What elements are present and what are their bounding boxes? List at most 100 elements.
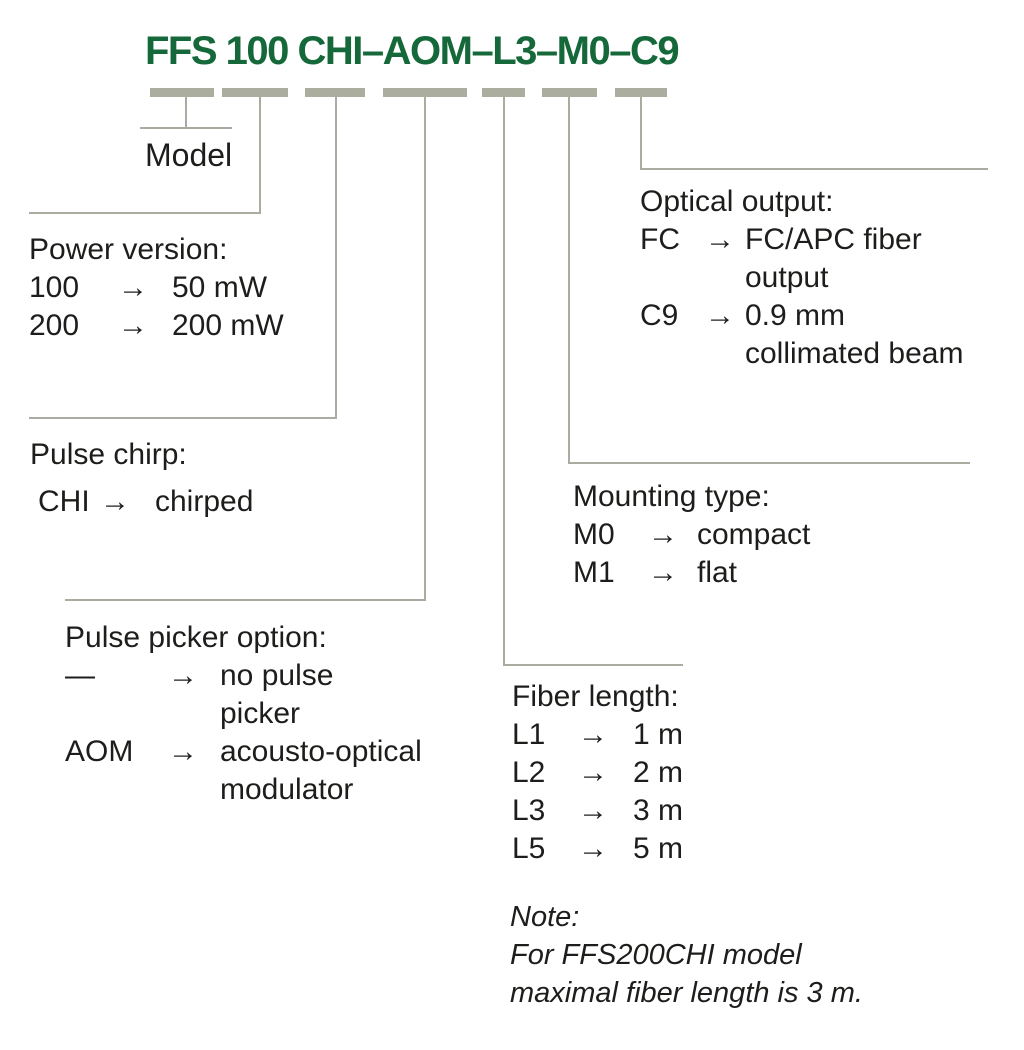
arrow-icon: → — [168, 659, 198, 692]
arrow-icon: → — [578, 832, 608, 865]
section-title: Pulse chirp: — [30, 438, 187, 471]
option-code: CHI — [38, 485, 90, 518]
option-value: 50 mW — [172, 271, 268, 304]
section-power-version: Power version: 100 → 50 mW 200 → 200 mW — [29, 231, 284, 345]
legend-row: M0 → compact — [573, 516, 810, 554]
option-value: 0.9 mm — [745, 299, 846, 332]
arrow-icon — [168, 771, 220, 809]
option-code — [640, 259, 705, 297]
arrow-icon: → — [168, 735, 198, 768]
option-value: FC/APC fiber — [745, 223, 922, 256]
model-label: Model — [145, 137, 233, 173]
option-value: no pulse — [220, 659, 334, 692]
section-title: Optical output: — [640, 185, 834, 218]
legend-row: FC → FC/APC fiber — [640, 221, 963, 259]
option-value: chirped — [155, 485, 254, 518]
segment-bar-ffs — [150, 88, 214, 97]
option-code — [65, 771, 168, 809]
section-pulse-picker-option: Pulse picker option: — → no pulse picker… — [65, 619, 422, 809]
option-code: M1 — [573, 556, 615, 589]
option-code: L5 — [512, 832, 546, 865]
arrow-icon: → — [648, 518, 678, 551]
connector-vertical-pulse-picker — [424, 97, 426, 600]
arrow-icon: → — [648, 556, 678, 589]
section-mounting-type: Mounting type: M0 → compact M1 → flat — [573, 478, 810, 592]
option-code: L3 — [512, 794, 546, 827]
connector-horizontal-fiber-length — [503, 664, 683, 666]
option-value: 3 m — [633, 794, 684, 827]
legend-row: — → no pulse — [65, 657, 422, 695]
connector-horizontal-model — [140, 127, 232, 129]
footnote: Note: For FFS200CHI model maximal fiber … — [510, 898, 863, 1012]
product-code-title: FFS 100 CHI–AOM–L3–M0–C9 — [145, 29, 680, 73]
legend-row: L3 → 3 m — [512, 792, 683, 830]
legend-row-continuation: collimated beam — [640, 335, 963, 373]
legend-row: 200 → 200 mW — [29, 307, 284, 345]
connector-vertical-pulse-chirp — [335, 97, 337, 418]
option-code — [65, 695, 168, 733]
legend-row-continuation: picker — [65, 695, 422, 733]
option-code: 200 — [29, 309, 80, 342]
option-value: 5 m — [633, 832, 684, 865]
connector-horizontal-pulse-chirp — [29, 417, 337, 419]
option-value: 1 m — [633, 718, 684, 751]
option-value: modulator — [220, 773, 354, 806]
legend-row: L2 → 2 m — [512, 754, 683, 792]
option-value: acousto-optical — [220, 735, 422, 768]
segment-bar-l3 — [482, 88, 525, 97]
legend-row-continuation: modulator — [65, 771, 422, 809]
footnote-line: Note: — [510, 901, 580, 933]
option-code: 100 — [29, 271, 80, 304]
footnote-line: maximal fiber length is 3 m. — [510, 977, 863, 1009]
option-value: compact — [697, 518, 811, 551]
connector-horizontal-optical-output — [640, 168, 988, 170]
arrow-icon: → — [578, 756, 608, 789]
option-value: output — [745, 261, 829, 294]
option-value: picker — [220, 697, 301, 730]
arrow-icon: → — [705, 299, 735, 332]
section-title: Power version: — [29, 233, 228, 266]
arrow-icon: → — [578, 794, 608, 827]
arrow-icon — [168, 695, 220, 733]
connector-vertical-optical-output — [640, 97, 642, 169]
legend-row: M1 → flat — [573, 554, 810, 592]
legend-row: L1 → 1 m — [512, 716, 683, 754]
legend-row: L5 → 5 m — [512, 830, 683, 868]
option-code: — — [65, 659, 95, 692]
option-value: collimated beam — [745, 337, 964, 370]
arrow-icon: → — [705, 223, 735, 256]
arrow-icon: → — [578, 718, 608, 751]
connector-vertical-fiber-length — [503, 97, 505, 665]
legend-row: C9 → 0.9 mm — [640, 297, 963, 335]
option-value: 2 m — [633, 756, 684, 789]
section-pulse-chirp: Pulse chirp: CHI → chirped — [30, 436, 253, 521]
arrow-icon: → — [100, 485, 130, 518]
legend-row: 100 → 50 mW — [29, 269, 284, 307]
option-code: M0 — [573, 518, 615, 551]
option-code: FC — [640, 223, 680, 256]
legend-row: CHI → chirped — [38, 483, 253, 521]
arrow-icon — [705, 259, 745, 297]
section-title: Pulse picker option: — [65, 621, 327, 654]
segment-bar-chi — [305, 88, 365, 97]
segment-bar-c9 — [615, 88, 667, 97]
section-optical-output: Optical output: FC → FC/APC fiber output… — [640, 183, 963, 373]
legend-row-continuation: output — [640, 259, 963, 297]
option-code: AOM — [65, 735, 134, 768]
connector-vertical-mounting-type — [568, 97, 570, 463]
option-code: C9 — [640, 299, 679, 332]
section-title: Mounting type: — [573, 480, 770, 513]
segment-bar-100 — [222, 88, 288, 97]
connector-horizontal-mounting-type — [568, 462, 970, 464]
connector-horizontal-pulse-picker — [65, 599, 426, 601]
connector-vertical-model — [185, 97, 187, 128]
arrow-icon — [705, 335, 745, 373]
option-value: flat — [697, 556, 738, 589]
option-code: L1 — [512, 718, 546, 751]
connector-horizontal-power-version — [29, 212, 261, 214]
segment-bar-m0 — [542, 88, 597, 97]
section-fiber-length: Fiber length: L1 → 1 m L2 → 2 m L3 → 3 m… — [512, 678, 683, 868]
option-code: L2 — [512, 756, 546, 789]
footnote-line: For FFS200CHI model — [510, 939, 802, 971]
